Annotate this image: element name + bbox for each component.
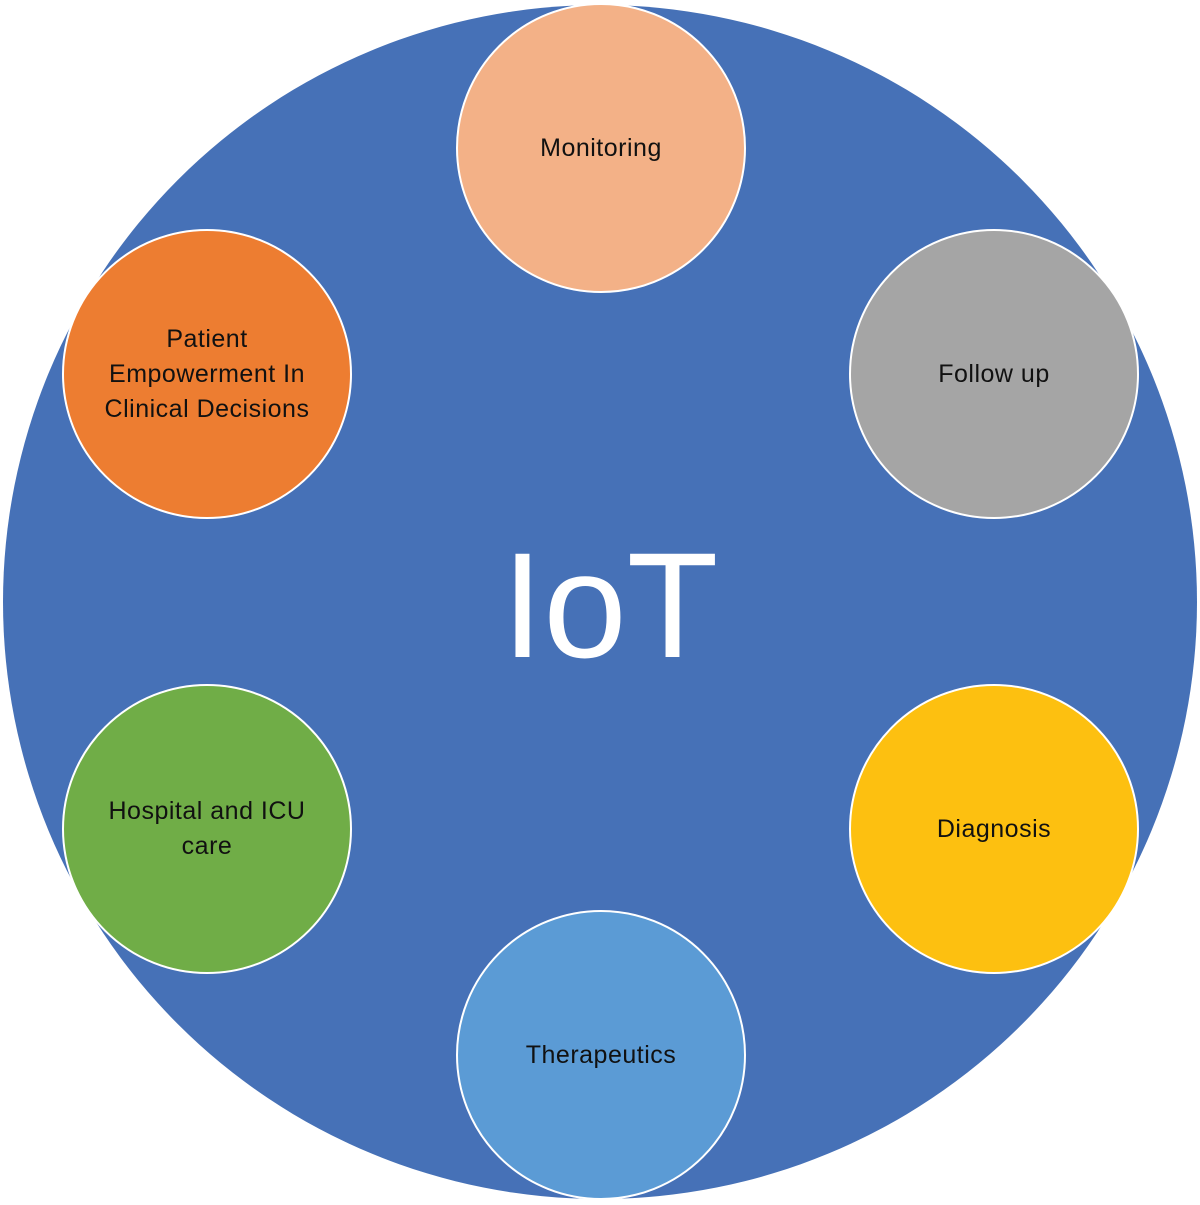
- node-label: Monitoring: [540, 133, 662, 162]
- node-label: Follow up: [938, 359, 1050, 388]
- node-diagnosis: Diagnosis: [849, 684, 1139, 974]
- node-hospital-icu: Hospital and ICU care: [62, 684, 352, 974]
- node-label: Patient Empowerment In Clinical Decision…: [104, 324, 310, 423]
- node-label: Hospital and ICU care: [108, 797, 306, 860]
- node-follow-up: Follow up: [849, 229, 1139, 519]
- hub-label: IoT: [501, 521, 719, 689]
- node-label: Diagnosis: [936, 814, 1052, 843]
- node-therapeutics: Therapeutics: [456, 910, 746, 1200]
- node-monitoring: Monitoring: [456, 3, 746, 293]
- node-patient-empowerment: Patient Empowerment In Clinical Decision…: [62, 229, 352, 519]
- node-label: Therapeutics: [525, 1040, 677, 1069]
